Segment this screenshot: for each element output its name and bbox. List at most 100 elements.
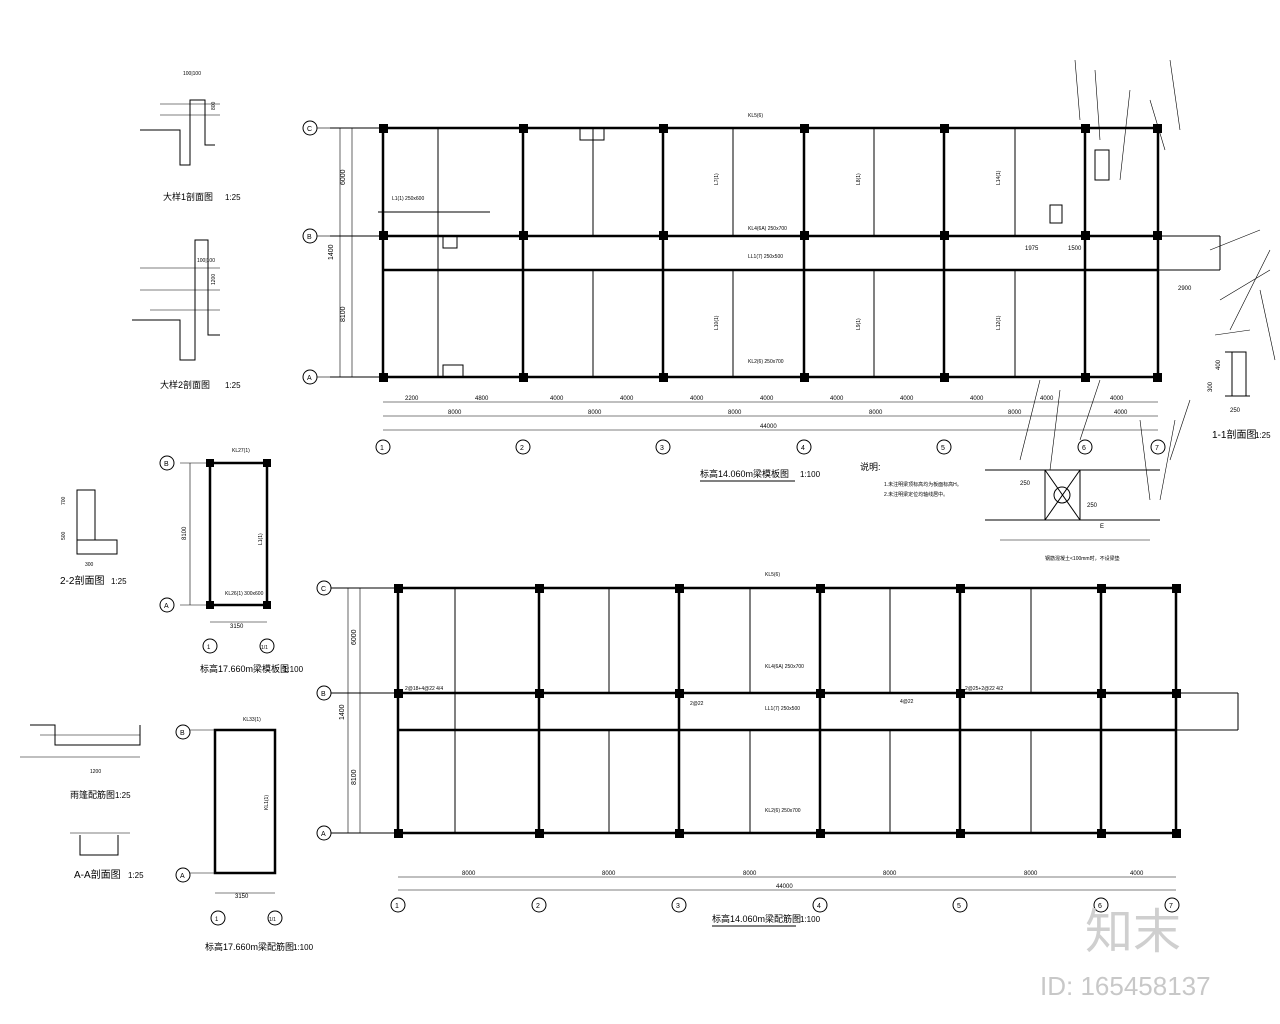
plan1-span-1: 2200 (405, 396, 419, 402)
plan1-bay-3: 8000 (728, 410, 742, 416)
plan2-dim-left-mid: 1400 (339, 704, 346, 720)
sec22-dim-700: 700 (61, 496, 67, 505)
axis-3-plan2: 3 (676, 903, 680, 910)
detail-big1: 100|100 800 大样1剖面图 1:25 (140, 71, 241, 202)
sec11-dim-250: 250 (1230, 408, 1241, 414)
plan1-beam-l7: L7(1) (714, 173, 720, 185)
small2-scale: 1:100 (293, 943, 314, 952)
small1-kl27: KL27(1) (232, 448, 250, 454)
small2-axis-A: A (180, 873, 185, 880)
notes-block: 说明: 1.未注明梁顶标高均为板面标高H。 2.未注明梁定位均轴线居中。 (860, 461, 962, 498)
small1-l1: L1(1) (258, 533, 264, 545)
axis-1-plan1: 1 (380, 445, 384, 452)
plan2-beam-top: KL5(6) (765, 572, 780, 578)
plan1-beam-l12: L12(1) (996, 315, 1002, 330)
joint-detail: 250 250 E 钢筋混凝土<100mm时，不设梁垫 (985, 469, 1160, 562)
plan1-bay-1: 8000 (448, 410, 462, 416)
plan2-rebar-d: 2@25+2@22 4/2 (965, 686, 1003, 692)
watermark-id: ID: 165458137 (1040, 971, 1211, 1001)
axis-C-plan1: C (307, 126, 312, 133)
axis-7-plan2: 7 (1169, 903, 1173, 910)
plan2-bay-1: 8000 (462, 871, 476, 877)
sec11-dim-400: 400 (1216, 359, 1222, 370)
plan2-dim-left-top: 6000 (351, 629, 358, 645)
plan1-dim-1975: 1975 (1025, 246, 1039, 252)
big1-scale: 1:25 (225, 193, 241, 202)
sec22-title: 2-2剖面图 (60, 574, 104, 587)
big2-title: 大样2剖面图 (160, 379, 210, 390)
detail-big2: 100|100 1200 大样2剖面图 1:25 (132, 239, 241, 390)
joint-note: 钢筋混凝土<100mm时，不设梁垫 (1045, 555, 1120, 562)
plan1-title-scale: 1:100 (800, 470, 821, 479)
sec22-scale: 1:25 (111, 577, 127, 586)
small1-axis-A: A (164, 603, 169, 610)
plan1-span-3: 4000 (550, 396, 564, 402)
plan2-bay-4: 8000 (883, 871, 897, 877)
joint-label-e: E (1100, 524, 1104, 530)
plan2-title-scale: 1:100 (800, 915, 821, 924)
plan1-total: 44000 (760, 424, 777, 430)
plan2-beam-mid: LL1(7) 250x500 (765, 706, 800, 712)
small1-axis-B: B (164, 461, 169, 468)
small-plan-17660-formwork: 8100 B A 3150 1 1/1 KL27(1) KL26(1) 300x… (159, 448, 304, 674)
plan2-rebar-b: 2@22 (690, 701, 704, 707)
sec11-dim-300: 300 (1208, 381, 1214, 392)
small1-title: 标高17.660m梁模板图 (200, 663, 289, 674)
plan1-title: 标高14.060m梁模板图 (700, 468, 789, 479)
joint-dim-250b: 250 (1087, 503, 1098, 509)
plan-14060-rebar: 6000 1400 8100 C B A 8000 8000 8000 8000… (316, 572, 1239, 927)
plan1-dim-left-top: 6000 (340, 169, 347, 185)
plan2-dim-left-bot: 8100 (351, 769, 358, 785)
axis-B-plan1: B (307, 234, 312, 241)
canopy-scale: 1:25 (115, 791, 131, 800)
plan1-span-6: 4000 (760, 396, 774, 402)
plan1-beam-l14: L14(1) (996, 170, 1002, 185)
watermark-logo: 知末 (1085, 904, 1181, 960)
plan1-span-2: 4800 (475, 396, 489, 402)
plan1-beam-l1: L1(1) 250x600 (392, 196, 424, 202)
axis-A-plan1: A (307, 375, 312, 382)
plan2-bay-3: 8000 (743, 871, 757, 877)
watermark: 知末 ID: 165458137 (1040, 904, 1211, 1001)
plan2-title: 标高14.060m梁配筋图 (712, 913, 801, 924)
plan2-bay-5: 8000 (1024, 871, 1038, 877)
plan1-span-10: 4000 (1040, 396, 1054, 402)
big1-title: 大样1剖面图 (163, 191, 213, 202)
sec22-dim-500: 500 (61, 531, 67, 540)
plan1-beam-mid2: KL4(6A) 250x700 (748, 226, 787, 232)
plan2-beam-bot: KL2(6) 250x700 (765, 808, 801, 814)
plan1-beam-l10: L10(1) (714, 315, 720, 330)
axis-1-plan2: 1 (395, 903, 399, 910)
plan1-span-4: 4000 (620, 396, 634, 402)
plan1-beam-top: KL5(6) (748, 113, 763, 119)
plan1-bay-4: 8000 (869, 410, 883, 416)
small2-kl1: KL1(1) (264, 795, 270, 810)
axis-4-plan1: 4 (801, 445, 805, 452)
canopy-dim-1200: 1200 (90, 769, 101, 775)
axis-B-plan2: B (321, 691, 326, 698)
plan1-axis-bubbles: 1 2 3 4 5 6 7 (375, 439, 1166, 455)
big2-dim-1200: 1200 (211, 274, 217, 285)
small1-kl26: KL26(1) 300x600 (225, 591, 264, 597)
axis-7-plan1: 7 (1155, 445, 1159, 452)
section-2-2: 700 500 300 2-2剖面图 1:25 (60, 489, 127, 587)
axis-5-plan2: 5 (957, 903, 961, 910)
plan2-beam-mid2: KL4(6A) 250x700 (765, 664, 804, 670)
small1-axis-1: 1 (207, 645, 211, 651)
small2-axis-1: 1 (215, 917, 219, 923)
plan1-beam-mid: LL1(7) 250x500 (748, 254, 783, 260)
axis-6-plan1: 6 (1082, 445, 1086, 452)
plan1-dim-left-mid: 1400 (328, 244, 335, 260)
canopy-title: 雨篷配筋图 (70, 789, 115, 800)
axis-5-plan1: 5 (941, 445, 945, 452)
sketch-marks (1019, 59, 1276, 501)
plan-14060-formwork: 6000 1400 8100 C B A 2200 4800 4000 4000… (302, 113, 1221, 482)
axis-2-plan1: 2 (520, 445, 524, 452)
plan2-rebar-c: 4@22 (900, 699, 914, 705)
plan2-bay-6: 4000 (1130, 871, 1144, 877)
section-1-1: 400 300 250 1-1剖面图 1:25 (1208, 351, 1271, 441)
sec11-scale: 1:25 (1255, 431, 1271, 440)
small1-dim-height: 8100 (182, 526, 188, 540)
secAA-title: A-A剖面图 (74, 868, 121, 881)
